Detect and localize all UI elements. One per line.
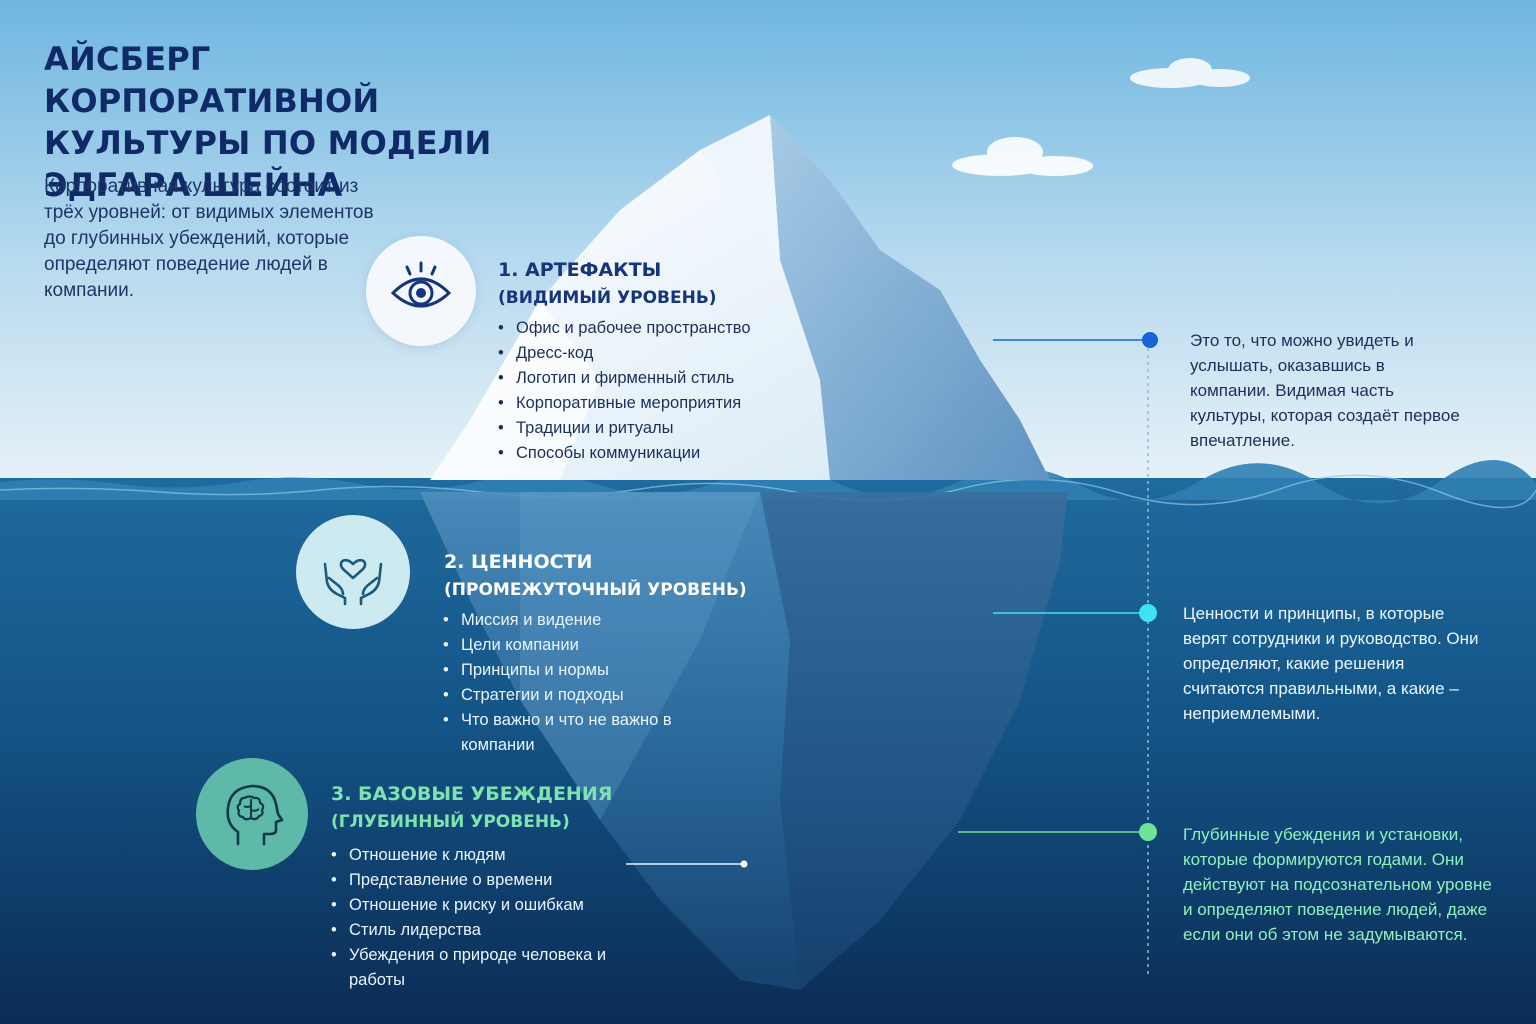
level-1-description: Это то, что можно увидеть и услышать, ок… (1190, 331, 1460, 450)
list-item: Принципы и нормы (443, 658, 703, 683)
level-1-heading: 1. АРТЕФАКТЫ (ВИДИМЫЙ УРОВЕНЬ) (498, 256, 717, 312)
list-item: Стратегии и подходы (443, 683, 703, 708)
level-3-description: Глубинные убеждения и установки, которые… (1183, 825, 1492, 944)
pointer-line-level-3 (626, 860, 748, 868)
list-item: Дресс-код (498, 341, 751, 366)
level-3-icon-badge (196, 758, 308, 870)
level-1-title: 1. АРТЕФАКТЫ (498, 259, 662, 281)
list-item: Отношение к людям (331, 843, 631, 868)
list-item: Отношение к риску и ошибкам (331, 893, 631, 918)
list-item: Способы коммуникации (498, 441, 751, 466)
level-2-subtitle: (ПРОМЕЖУТОЧНЫЙ УРОВЕНЬ) (444, 580, 747, 600)
level-3-title: 3. БАЗОВЫЕ УБЕЖДЕНИЯ (331, 783, 613, 805)
list-item: Логотип и фирменный стиль (498, 366, 751, 391)
level-1-icon-badge (366, 236, 476, 346)
head-brain-icon (226, 784, 284, 846)
hands-heart-icon (323, 558, 383, 606)
list-item: Что важно и что не важно в компании (443, 708, 696, 758)
level-1-subtitle: (ВИДИМЫЙ УРОВЕНЬ) (498, 288, 717, 308)
level-3-subtitle: (ГЛУБИННЫЙ УРОВЕНЬ) (331, 812, 570, 832)
level-2-heading: 2. ЦЕННОСТИ (ПРОМЕЖУТОЧНЫЙ УРОВЕНЬ) (444, 548, 747, 604)
list-item: Офис и рабочее пространство (498, 316, 751, 341)
list-item: Убеждения о природе человека и работы (331, 943, 634, 993)
connector-level-1 (993, 332, 1158, 348)
list-item: Цели компании (443, 633, 703, 658)
cloud (952, 137, 1093, 176)
level-3-heading: 3. БАЗОВЫЕ УБЕЖДЕНИЯ (ГЛУБИННЫЙ УРОВЕНЬ) (331, 780, 612, 836)
level-2-list: Миссия и видение Цели компании Принципы … (443, 608, 703, 758)
cloud (1130, 58, 1250, 88)
connector-level-3 (958, 823, 1157, 841)
connector-level-2 (993, 604, 1157, 622)
level-2-description: Ценности и принципы, в которые верят сот… (1183, 604, 1479, 723)
level-2-icon-badge (296, 515, 410, 629)
level-1-list: Офис и рабочее пространство Дресс-код Ло… (498, 316, 751, 466)
page-title: АЙСБЕРГ КОРПОРАТИВНОЙ КУЛЬТУРЫ ПО МОДЕЛИ… (44, 40, 492, 204)
list-item: Корпоративные мероприятия (498, 391, 751, 416)
page-subtitle: Корпоративная культура состоит из трёх у… (44, 176, 374, 301)
list-item: Стиль лидерства (331, 918, 631, 943)
eye-icon (390, 261, 452, 308)
list-item: Миссия и видение (443, 608, 703, 633)
level-3-list: Отношение к людям Представление о времен… (331, 843, 631, 993)
list-item: Традиции и ритуалы (498, 416, 751, 441)
list-item: Представление о времени (331, 868, 631, 893)
level-2-title: 2. ЦЕННОСТИ (444, 551, 593, 573)
